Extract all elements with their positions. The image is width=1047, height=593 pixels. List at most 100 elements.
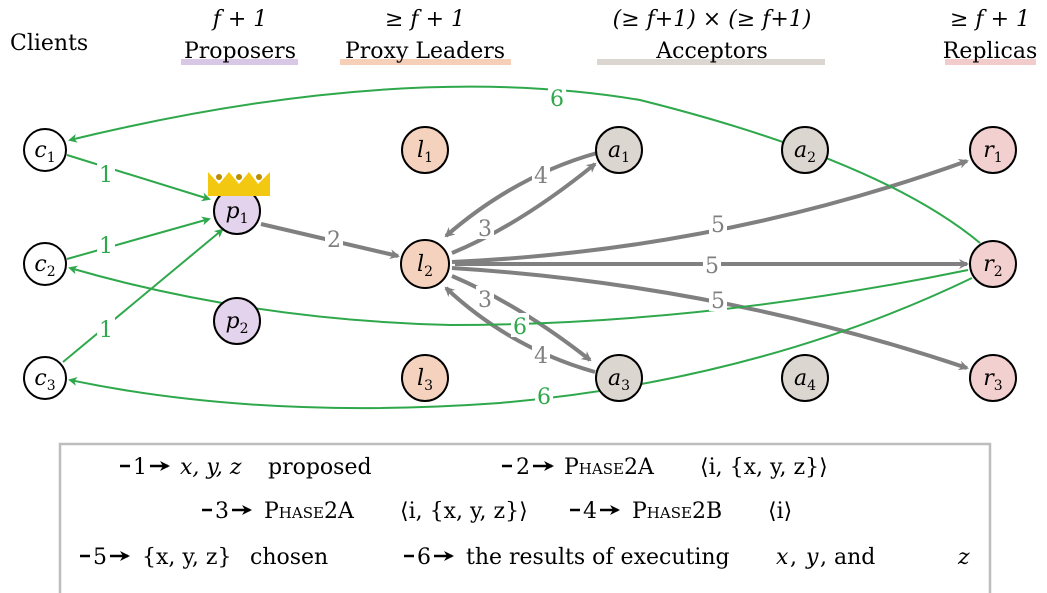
svg-text:a3: a3 xyxy=(608,366,630,394)
edge-labels: 1 1 1 2 3 4 3 4 5 5 5 6 6 6 xyxy=(97,85,727,410)
nodes: c1 c2 c3 p1 p2 l1 xyxy=(23,126,1017,402)
legend-text-6d: y xyxy=(805,545,819,570)
acceptors-header: Acceptors xyxy=(655,39,768,64)
edge-label-l2-r2: 5 xyxy=(705,254,719,279)
legend: 1 x, y, z proposed 2 Phase2A ⟨i, {x, y, … xyxy=(58,442,992,593)
node-a4: a4 xyxy=(781,354,829,402)
legend-text-6e: , and xyxy=(820,545,875,570)
svg-text:l2: l2 xyxy=(417,252,433,280)
node-a1: a1 xyxy=(595,126,643,174)
edge-label-l2-a1: 3 xyxy=(478,217,492,242)
legend-text-4b: ⟨i⟩ xyxy=(768,499,792,524)
edge-label-l2-r1: 5 xyxy=(711,213,725,238)
legend-text-2a: Phase2A xyxy=(564,455,655,480)
svg-text:r3: r3 xyxy=(983,366,1002,394)
proxy-leaders-count: ≥ f + 1 xyxy=(385,7,465,32)
edge-r2-c1 xyxy=(68,85,981,244)
node-r3: r3 xyxy=(969,354,1017,402)
legend-marker-6: 6 xyxy=(417,545,431,570)
proposers-count: f + 1 xyxy=(211,7,268,32)
edge-r2-c2 xyxy=(68,265,969,327)
svg-text:l1: l1 xyxy=(417,138,433,166)
legend-text-5b: chosen xyxy=(250,545,328,570)
node-c3: c3 xyxy=(23,356,67,400)
legend-marker-2: 2 xyxy=(516,455,530,480)
edge-c3-p1 xyxy=(62,228,224,363)
node-r2: r2 xyxy=(969,240,1017,288)
edge-label-c1-p1: 1 xyxy=(99,163,113,188)
svg-text:r2: r2 xyxy=(983,252,1002,280)
edge-label-r2-c3: 6 xyxy=(537,385,551,410)
edge-c1-p1 xyxy=(66,154,211,202)
legend-box xyxy=(58,442,992,593)
edge-label-c3-p1: 1 xyxy=(99,318,113,343)
edge-a3-l2 xyxy=(444,286,596,374)
svg-text:c1: c1 xyxy=(34,138,55,166)
legend-marker-1: 1 xyxy=(133,455,147,480)
node-c2: c2 xyxy=(23,242,67,286)
acceptors-underline xyxy=(597,59,825,65)
node-p2: p2 xyxy=(213,297,261,345)
replicas-header: Replicas xyxy=(943,39,1037,64)
edge-label-p1-l2: 2 xyxy=(327,228,341,253)
legend-text-5a: {x, y, z} xyxy=(142,545,231,570)
svg-text:r1: r1 xyxy=(983,138,1002,166)
legend-text-6f: z xyxy=(957,545,970,570)
edge-label-a3-l2: 4 xyxy=(534,344,548,369)
node-a3: a3 xyxy=(595,354,643,402)
edge-a1-l2 xyxy=(444,151,598,238)
edge-l2-a1 xyxy=(451,162,597,255)
svg-text:p1: p1 xyxy=(225,199,248,227)
legend-text-1a: x, y, z xyxy=(180,455,242,480)
edge-c2-p1 xyxy=(66,216,211,260)
edge-label-r2-c2: 6 xyxy=(513,315,527,340)
node-l3: l3 xyxy=(401,354,449,402)
proxy-leaders-header: Proxy Leaders xyxy=(345,39,505,64)
proxy-leaders-underline xyxy=(340,59,511,65)
replicas-count: ≥ f + 1 xyxy=(950,7,1030,32)
svg-text:a2: a2 xyxy=(794,138,816,166)
legend-text-6b: x xyxy=(776,545,789,570)
legend-marker-3: 3 xyxy=(215,499,229,524)
svg-text:c3: c3 xyxy=(34,366,55,394)
node-l2: l2 xyxy=(400,239,450,289)
legend-row-2: 3 Phase2A ⟨i, {x, y, z}⟩ 4 Phase2B ⟨i⟩ xyxy=(202,499,792,524)
legend-text-3a: Phase2A xyxy=(264,499,355,524)
edge-label-c2-p1: 1 xyxy=(99,234,113,259)
node-a2: a2 xyxy=(781,126,829,174)
svg-text:c2: c2 xyxy=(34,252,55,280)
edge-r2-c3 xyxy=(68,277,973,410)
node-r1: r1 xyxy=(969,126,1017,174)
proposers-header: Proposers xyxy=(184,39,296,64)
edge-l2-a3 xyxy=(451,274,592,362)
replicas-underline xyxy=(945,59,1036,65)
legend-text-3b: ⟨i, {x, y, z}⟩ xyxy=(400,499,528,524)
svg-text:l3: l3 xyxy=(417,366,433,394)
svg-text:a4: a4 xyxy=(794,366,816,394)
svg-text:a1: a1 xyxy=(608,138,630,166)
column-headers: Clients f + 1 Proposers ≥ f + 1 Proxy Le… xyxy=(10,7,1037,65)
edge-label-l2-r3: 5 xyxy=(711,289,725,314)
gray-edges xyxy=(260,151,969,374)
legend-row-1: 1 x, y, z proposed 2 Phase2A ⟨i, {x, y, … xyxy=(120,455,828,480)
crown-icon xyxy=(208,172,270,196)
edge-label-r2-c1: 6 xyxy=(550,87,564,112)
node-l1: l1 xyxy=(401,126,449,174)
edge-label-l2-a3: 3 xyxy=(478,288,492,313)
legend-marker-4: 4 xyxy=(583,499,597,524)
proposers-underline xyxy=(181,59,298,65)
acceptors-count: (≥ f+1) × (≥ f+1) xyxy=(613,7,812,32)
edge-label-a1-l2: 4 xyxy=(534,164,548,189)
legend-marker-5: 5 xyxy=(93,545,107,570)
legend-text-2b: ⟨i, {x, y, z}⟩ xyxy=(700,455,828,480)
svg-text:p2: p2 xyxy=(225,309,248,337)
legend-text-4a: Phase2B xyxy=(632,499,722,524)
clients-header: Clients xyxy=(10,31,88,56)
node-c1: c1 xyxy=(23,128,67,172)
green-edges xyxy=(62,85,981,410)
legend-text-6a: the results of executing xyxy=(466,545,730,570)
legend-row-3: 5 {x, y, z} chosen 6 the results of exec… xyxy=(80,545,970,570)
legend-text-6c: , xyxy=(790,545,797,570)
legend-text-1b: proposed xyxy=(268,455,372,480)
